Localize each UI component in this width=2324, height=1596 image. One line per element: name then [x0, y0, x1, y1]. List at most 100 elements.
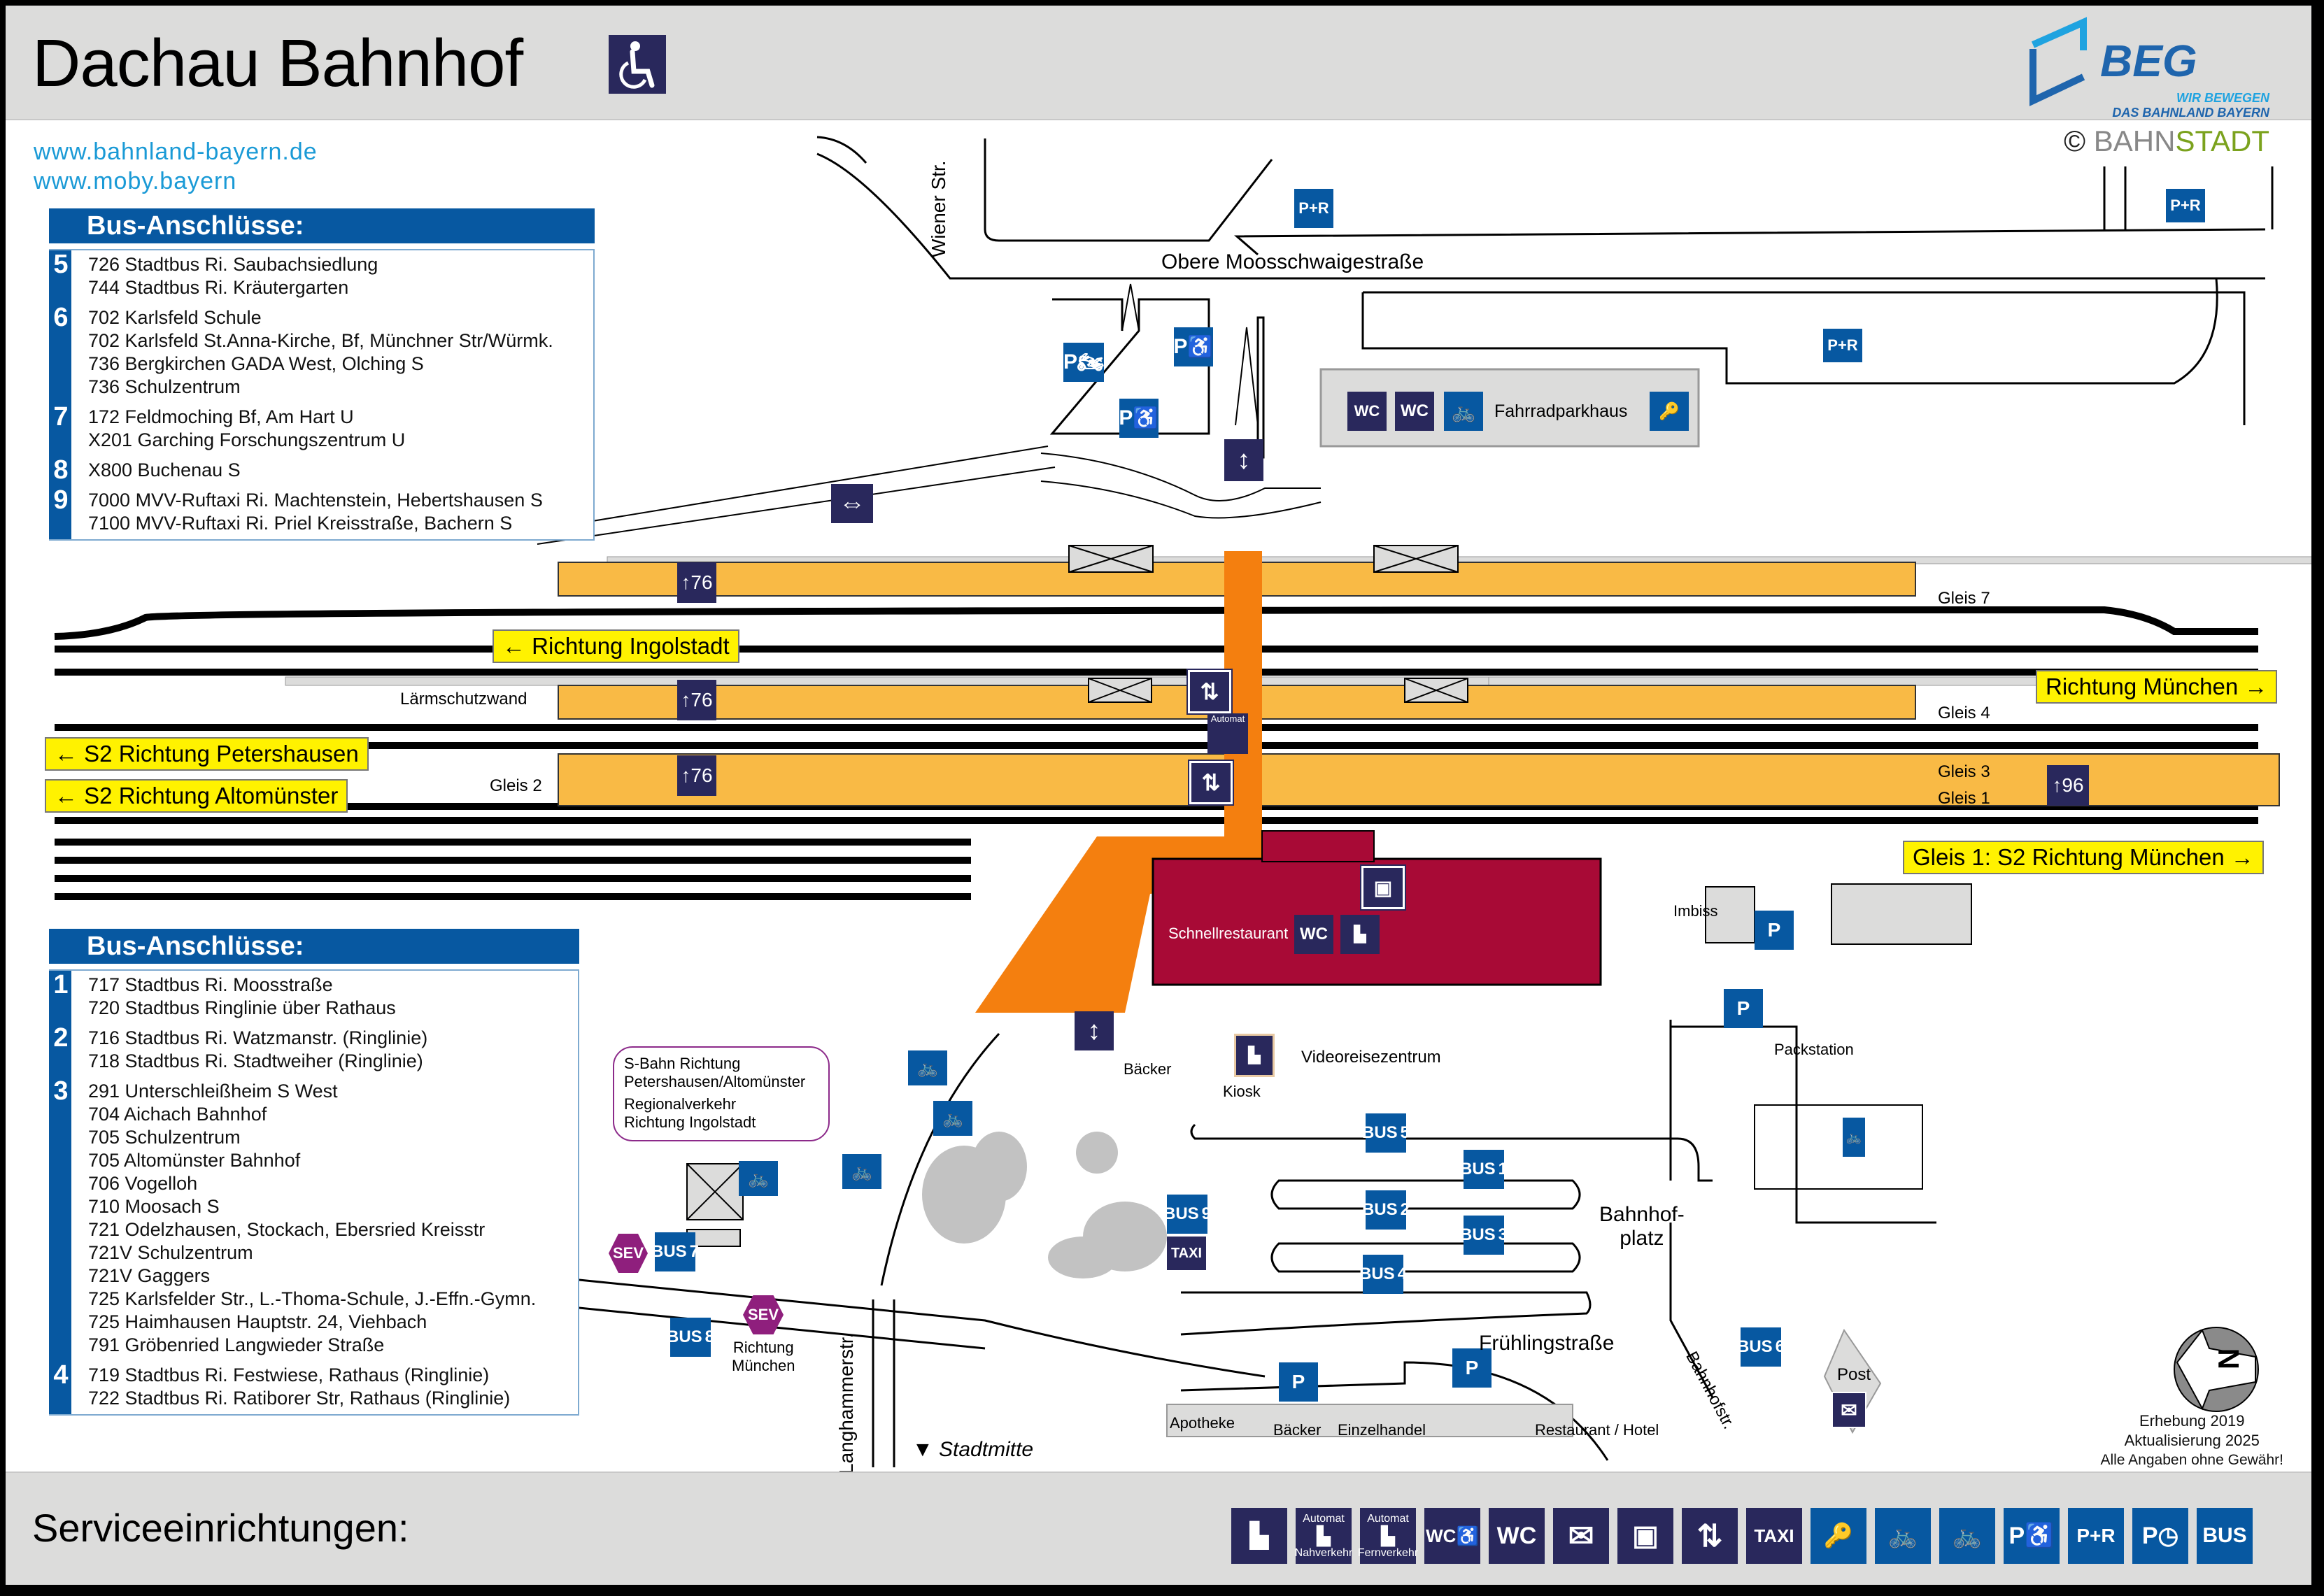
platform-height-value: 76 — [690, 571, 713, 593]
baecker-label: Bäcker — [1124, 1060, 1172, 1078]
update-year: Aktualisierung 2025 — [2124, 1432, 2260, 1449]
platform-height-badge: ↑76 — [677, 562, 716, 603]
icon-caption: Automat — [1367, 1512, 1409, 1525]
taxi-icon: TAXI — [1746, 1508, 1802, 1564]
bus-panel-body: 5 726 Stadtbus Ri. Saubachsiedlung 744 S… — [49, 249, 595, 541]
bus-stop-group-3: 3 291 Unterschleißheim S West 704 Aichac… — [49, 1077, 578, 1361]
street-obere-moosschwaigestrasse: Obere Moosschwaigestraße — [1161, 250, 1424, 273]
sign-s2-altomuenster: ← S2 Richtung Altomünster — [45, 779, 348, 813]
automat-label: Automat — [1210, 713, 1245, 724]
imbiss-label: Imbiss — [1673, 902, 1718, 920]
elevator-icon: ⇅ — [1188, 760, 1234, 806]
sev-bubble-line: Petershausen/Altomünster — [624, 1073, 806, 1090]
service-facilities-footer: Serviceeinrichtungen: ▙ Automat▙Nahverke… — [6, 1472, 2311, 1585]
page-title: Dachau Bahnhof — [32, 26, 523, 101]
bus-stop-number: 5 — [1400, 1123, 1410, 1142]
bahnhofplatz-label: Bahnhof-platz — [1599, 1203, 1685, 1251]
ticket-office-icon: ▙ — [1340, 915, 1380, 954]
link-moby-bayern[interactable]: www.moby.bayern — [34, 168, 237, 194]
kiosk-label: Kiosk — [1223, 1083, 1261, 1100]
restaurant-hotel-label: Restaurant / Hotel — [1535, 1421, 1659, 1439]
survey-info: Erhebung 2019 Aktualisierung 2025 Alle A… — [2100, 1411, 2283, 1470]
track-label-7: Gleis 7 — [1938, 589, 1990, 608]
bus-line: 744 Stadtbus Ri. Kräutergarten — [88, 277, 349, 298]
bus-line: 705 Schulzentrum — [88, 1127, 241, 1148]
sign-gleis1-s2-muenchen: Gleis 1: S2 Richtung München → — [1903, 841, 2264, 874]
station-map-drawing: N — [54, 136, 2311, 1467]
sev-bubble-line: Richtung Ingolstadt — [624, 1113, 756, 1131]
bike-locker-icon: 🔑 — [1811, 1508, 1866, 1564]
bus-stop-group-2: 2 716 Stadtbus Ri. Watzmanstr. (Ringlini… — [49, 1024, 578, 1077]
bus-stop-group-4: 4 719 Stadtbus Ri. Festwiese, Rathaus (R… — [49, 1361, 578, 1414]
covered-bike-parking-icon: 🚲 — [1843, 1118, 1865, 1157]
bus-label: BUS — [1459, 1225, 1496, 1244]
bus-line: X800 Buchenau S — [88, 459, 241, 480]
packstation-label: Packstation — [1774, 1041, 1854, 1058]
street-langhammerstr: Langhammerstr. — [835, 1332, 857, 1474]
bus-stop-number: 7 — [689, 1242, 700, 1261]
bus-line: 172 Feldmoching Bf, Am Hart U — [88, 406, 354, 427]
bus-line: 702 Karlsfeld Schule — [88, 307, 262, 328]
bus-line: 722 Stadtbus Ri. Ratiborer Str, Rathaus … — [88, 1388, 511, 1409]
station-map-frame: Dachau Bahnhof BEG WIR BEWEGEN DAS BAHNL… — [6, 6, 2311, 1585]
ticket-machine-local-icon: Automat▙Nahverkehr — [1294, 1508, 1353, 1564]
short-term-parking-icon: P — [1755, 911, 1794, 950]
bus-stop-group-7: 7 172 Feldmoching Bf, Am Hart U X201 Gar… — [49, 403, 593, 456]
accessible-parking-icon: P♿ — [2004, 1508, 2060, 1564]
track-label-4: Gleis 4 — [1938, 704, 1990, 722]
street-fruehlingstrasse: Frühlingstraße — [1479, 1332, 1615, 1355]
accessible-parking-icon: P — [1279, 1362, 1318, 1402]
fahrradparkhaus-label: Fahrradparkhaus — [1494, 401, 1628, 421]
ticket-office-icon: ▙ — [1231, 1508, 1287, 1564]
bus-line: X201 Garching Forschungszentrum U — [88, 429, 406, 450]
bus-icon: BUS — [2197, 1508, 2253, 1564]
videoreisezentrum-label: Videoreisezentrum — [1301, 1048, 1441, 1067]
beg-logo: BEG WIR BEWEGEN DAS BAHNLAND BAYERN — [2026, 14, 2278, 120]
bus-line: 291 Unterschleißheim S West — [88, 1081, 338, 1102]
bahnhofplatz-line: platz — [1620, 1227, 1664, 1250]
stop-number: 2 — [53, 1023, 69, 1053]
icon-subcaption: Fernverkehr — [1357, 1546, 1419, 1559]
tagline-line-2: DAS BAHNLAND BAYERN — [2112, 106, 2269, 120]
track-label-2: Gleis 2 — [490, 776, 542, 795]
wc-icon: WC — [1489, 1508, 1545, 1564]
icon-caption: Automat — [1303, 1512, 1345, 1525]
svg-text:N: N — [2212, 1348, 2245, 1369]
bus-label: BUS — [651, 1242, 687, 1261]
platform-height-badge: ↑76 — [677, 755, 716, 796]
stop-number: 4 — [53, 1360, 69, 1390]
bus-panel-body: 1 717 Stadtbus Ri. Moosstraße 720 Stadtb… — [49, 969, 579, 1416]
bus-stop-group-6: 6 702 Karlsfeld Schule 702 Karlsfeld St.… — [49, 304, 593, 403]
bus-connections-panel-south: Bus-Anschlüsse: 1 717 Stadtbus Ri. Mooss… — [49, 929, 579, 1416]
header: Dachau Bahnhof BEG WIR BEWEGEN DAS BAHNL… — [6, 6, 2311, 120]
apotheke-label: Apotheke — [1170, 1414, 1235, 1432]
bus-line: 716 Stadtbus Ri. Watzmanstr. (Ringlinie) — [88, 1027, 428, 1048]
elevator-icon: ↕ — [1224, 439, 1263, 481]
bahnhofplatz-line: Bahnhof- — [1599, 1203, 1685, 1226]
link-bahnland-bayern[interactable]: www.bahnland-bayern.de — [34, 138, 318, 165]
icon-subcaption: Nahverkehr — [1294, 1546, 1353, 1559]
bus-connections-panel-north: Bus-Anschlüsse: 5 726 Stadtbus Ri. Sauba… — [49, 208, 595, 541]
bus-line: 721 Odelzhausen, Stockach, Ebersried Kre… — [88, 1219, 486, 1240]
platform-height-value: 76 — [690, 764, 713, 786]
covered-bike-parking-icon: 🚲 — [1875, 1508, 1931, 1564]
park-and-ride-icon: P+R — [1823, 329, 1862, 362]
bus-label: BUS — [1459, 1160, 1496, 1178]
motorbike-parking-icon: P🏍 — [1063, 343, 1104, 382]
bus-stop-number: 2 — [1400, 1200, 1410, 1219]
bike-locker-icon: 🔑 — [1650, 392, 1689, 431]
elevator-icon: ⇅ — [1186, 669, 1233, 715]
bus-stop-group-8: 8 X800 Buchenau S — [49, 456, 593, 486]
post-label: Post — [1837, 1365, 1871, 1384]
stadtmitte-label: Stadtmitte — [939, 1438, 1034, 1461]
bus-stop-number: 6 — [1775, 1337, 1785, 1356]
bus-stop-group-9: 9 7000 MVV-Ruftaxi Ri. Machtenstein, Heb… — [49, 486, 593, 539]
platform-height-badge: ↑96 — [2047, 765, 2089, 806]
stop-number: 7 — [53, 402, 69, 432]
